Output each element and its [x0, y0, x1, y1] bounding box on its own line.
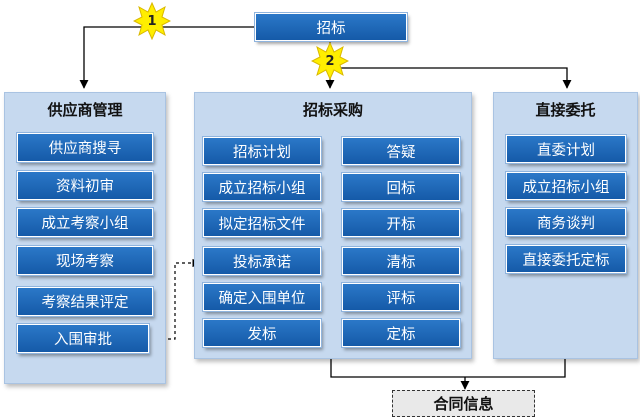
direct-item-negotiation[interactable]: 商务谈判	[505, 207, 627, 237]
procure-item-tender-plan[interactable]: 招标计划	[202, 136, 322, 166]
panel-title-supplier: 供应商管理	[47, 101, 123, 119]
procure-item-bid-evaluation[interactable]: 评标	[341, 282, 461, 312]
direct-item-plan[interactable]: 直委计划	[505, 134, 627, 164]
procure-item-bid-commitment[interactable]: 投标承诺	[202, 246, 322, 276]
procure-item-award[interactable]: 定标	[341, 318, 461, 348]
supplier-item-inspection-team[interactable]: 成立考察小组	[16, 207, 154, 238]
step-1-badge: 1	[132, 1, 172, 41]
procure-item-draft-documents[interactable]: 拟定招标文件	[202, 208, 322, 238]
supplier-item-initial-review[interactable]: 资料初审	[16, 170, 154, 201]
starburst-icon	[132, 1, 172, 41]
contract-info-node[interactable]: 合同信息	[392, 390, 535, 417]
step-2-number: 2	[325, 53, 335, 69]
arrow-to-direct	[330, 67, 572, 89]
supplier-item-site-inspection[interactable]: 现场考察	[16, 245, 154, 276]
supplier-item-shortlist-approval[interactable]: 入围审批	[16, 323, 150, 354]
step-2-badge: 2	[310, 41, 350, 81]
panel-title-direct: 直接委托	[535, 101, 596, 119]
panel-title-procurement: 招标采购	[302, 101, 363, 119]
procure-item-bid-clarification[interactable]: 清标	[341, 246, 461, 276]
arrow-to-supplier	[79, 26, 255, 89]
procure-item-qa[interactable]: 答疑	[341, 136, 461, 166]
procure-item-issue-tender[interactable]: 发标	[202, 318, 322, 348]
starburst-icon	[310, 41, 350, 81]
procure-item-tender-team[interactable]: 成立招标小组	[202, 172, 322, 202]
procure-item-bid-opening[interactable]: 开标	[341, 208, 461, 238]
tender-top-node[interactable]: 招标	[254, 12, 408, 42]
procure-item-bid-return[interactable]: 回标	[341, 172, 461, 202]
supplier-item-search[interactable]: 供应商搜寻	[16, 132, 154, 163]
step-1-number: 1	[147, 13, 157, 29]
supplier-item-result-evaluation[interactable]: 考察结果评定	[16, 286, 154, 317]
procure-item-confirm-shortlist[interactable]: 确定入围单位	[202, 282, 322, 312]
direct-item-tender-team[interactable]: 成立招标小组	[505, 171, 627, 201]
direct-item-commission-award[interactable]: 直接委托定标	[505, 244, 627, 274]
